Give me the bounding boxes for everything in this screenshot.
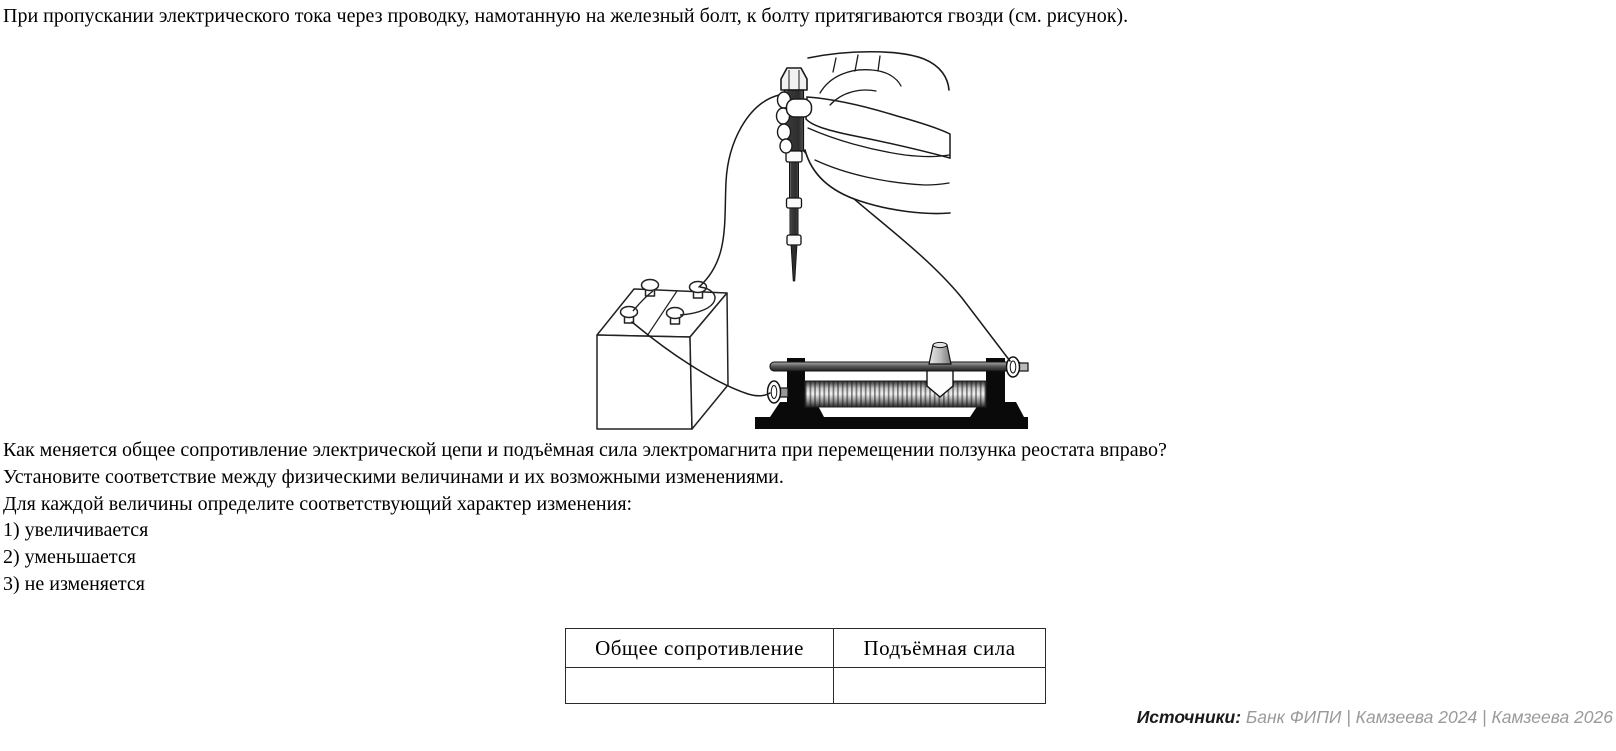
thumb	[785, 96, 951, 159]
instruction-each: Для каждой величины определите соответст…	[3, 492, 633, 515]
option-increases: 1) увеличивается	[3, 519, 149, 542]
sources-list: Банк ФИПИ | Камзеева 2024 | Камзеева 202…	[1241, 707, 1613, 727]
answer-table-header-force: Подъёмная сила	[833, 628, 1046, 668]
question-text: Как меняется общее сопротивление электри…	[3, 439, 1167, 461]
rheostat-rail	[769, 361, 1023, 372]
rheostat-coil	[804, 380, 987, 408]
hand-contours	[804, 51, 951, 215]
thumbnail	[785, 98, 813, 118]
circuit-figure	[560, 50, 1040, 435]
answer-table: Общее сопротивление Подъёмная сила	[565, 628, 1046, 704]
answer-table-header-resistance: Общее сопротивление	[565, 628, 834, 668]
nail-tip	[790, 244, 798, 282]
rheostat	[755, 341, 1029, 429]
problem-intro-text: При пропускании электрического тока чере…	[3, 5, 1129, 27]
option-decreases: 2) уменьшается	[3, 546, 136, 569]
instruction-match: Установите соответствие между физическим…	[3, 465, 784, 488]
answer-cell-force	[833, 667, 1046, 704]
bolt-hex-head	[780, 67, 808, 91]
sources-label: Источники:	[1136, 707, 1242, 727]
battery	[596, 278, 729, 430]
answer-cell-resistance	[565, 667, 834, 704]
option-unchanged: 3) не изменяется	[3, 572, 145, 595]
sources-footer: Источники: Банк ФИПИ | Камзеева 2024 | К…	[1137, 707, 1613, 728]
wire-battery-to-rheostat	[631, 321, 771, 397]
nail-chain	[785, 150, 803, 282]
question-block: Как меняется общее сопротивление электри…	[3, 437, 1167, 598]
battery-cell-link-wire	[632, 290, 654, 312]
wire-bolt-to-battery	[698, 94, 780, 288]
battery-cell-link-wire	[679, 286, 716, 316]
rheostat-slider-knob	[928, 341, 952, 365]
rheostat-left-terminal	[766, 380, 789, 404]
rheostat-right-terminal	[1005, 356, 1029, 378]
